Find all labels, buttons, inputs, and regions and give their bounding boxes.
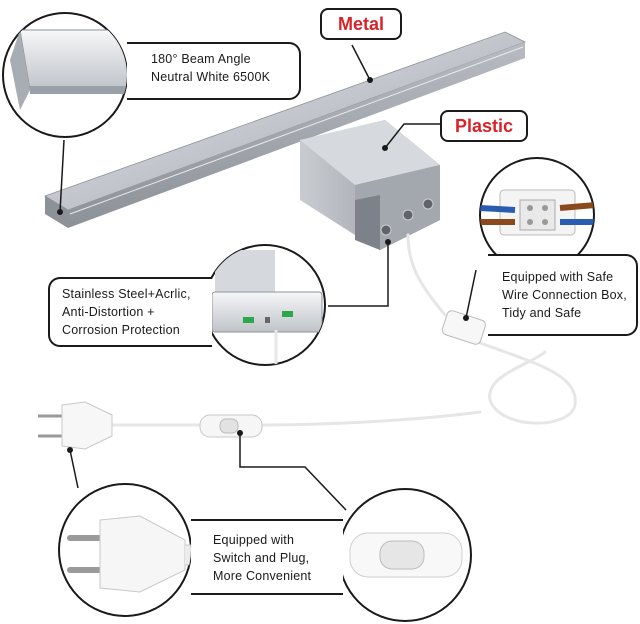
wiring-callout-line-3: Tidy and Safe [502, 306, 582, 320]
mount-block [300, 120, 440, 250]
plastic-label: Plastic [440, 110, 528, 142]
closeup-bar-end [2, 12, 128, 138]
switch-callout-line-3: More Convenient [213, 569, 312, 583]
wiring-callout-line-1: Equipped with Safe [502, 270, 614, 284]
material-callout-line-3: Corrosion Protection [62, 323, 180, 337]
beam-callout-line-1: 180° Beam Angle [151, 52, 251, 66]
plug [38, 401, 113, 450]
leader-dots [57, 77, 469, 453]
material-callout: Stainless Steel+Acrlic, Anti-Distortion … [48, 277, 212, 347]
leader-lines [59, 44, 477, 511]
switch-callout-line-1: Equipped with [213, 533, 295, 547]
wiring-callout-line-2: Wire Connection Box, [502, 288, 627, 302]
closeup-plug [58, 483, 192, 617]
material-callout-line-1: Stainless Steel+Acrlic, [62, 287, 191, 301]
inline-switch [199, 414, 263, 438]
wire-box-callout: Equipped with Safe Wire Connection Box, … [488, 254, 638, 336]
switch-plug-callout: Equipped with Switch and Plug, More Conv… [191, 519, 343, 595]
closeup-switch [338, 488, 472, 622]
closeup-junction-box [479, 157, 595, 273]
metal-label: Metal [320, 8, 402, 40]
power-cable [108, 233, 577, 427]
switch-callout-line-2: Switch and Plug, [213, 551, 310, 565]
closeup-usb-mount [204, 244, 326, 366]
junction-box [441, 310, 486, 345]
beam-angle-callout: 180° Beam Angle Neutral White 6500K [127, 42, 301, 100]
beam-callout-line-2: Neutral White 6500K [151, 70, 271, 84]
light-bar [44, 31, 527, 228]
material-callout-line-2: Anti-Distortion + [62, 305, 155, 319]
